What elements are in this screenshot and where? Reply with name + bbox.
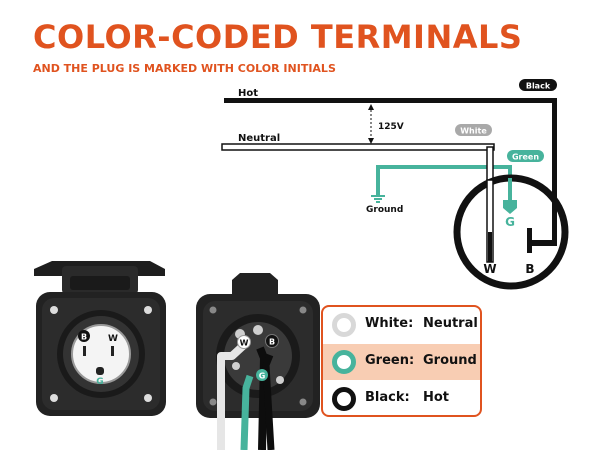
voltage-arrow [368,104,374,144]
green-tag: Green [507,150,544,162]
green-wire [240,374,254,450]
legend-row-green: Green: Ground [323,344,480,380]
back-w-label: W [240,339,249,348]
white-tag-label: White [460,127,487,136]
inlet-front: B W G [34,261,166,416]
black-swatch-icon [332,387,356,411]
b-terminal-blade [528,240,557,246]
black-tag: Black [519,79,557,91]
legend-role-label: Ground [423,353,477,368]
white-swatch-icon [332,313,356,337]
back-g-label: G [259,372,266,381]
front-w-label: W [108,334,118,344]
hot-label: Hot [238,88,258,99]
back-b-label: B [269,338,275,347]
terminal-g-label: G [505,215,515,229]
terminal-b-label: B [525,262,534,276]
neutral-line [221,143,495,151]
neutral-label: Neutral [238,133,280,144]
g-terminal-pin [503,200,517,214]
front-b-label: B [81,333,87,342]
legend-role-label: Neutral [423,316,478,331]
green-tag-label: Green [512,153,539,162]
schematic: Hot Neutral 125V Black White Green [221,79,569,290]
legend-role-label: Hot [423,390,450,405]
white-wire [217,342,247,450]
page-subtitle: AND THE PLUG IS MARKED WITH COLOR INITIA… [33,62,336,75]
inlet-back: W B G [196,273,320,450]
w-terminal-blade [488,232,492,262]
wire-color-legend: White: Neutral Green: Ground Black: Hot [321,305,482,417]
terminal-w-label: W [483,262,496,276]
legend-color-label: White: [365,316,414,331]
hot-drop-wire [552,98,557,200]
legend-row-white: White: Neutral [323,307,480,343]
legend-color-label: Green: [365,353,415,368]
front-g-label: G [96,377,103,387]
black-wire [256,346,269,450]
legend-color-label: Black: [365,390,410,405]
ground-label: Ground [366,205,403,215]
legend-row-black: Black: Hot [323,381,480,415]
page-title: COLOR-CODED TERMINALS [33,18,523,56]
white-tag: White [455,124,492,136]
green-swatch-icon [332,350,356,374]
hot-line [224,98,557,103]
black-tag-label: Black [526,82,551,91]
voltage-label: 125V [378,122,404,132]
